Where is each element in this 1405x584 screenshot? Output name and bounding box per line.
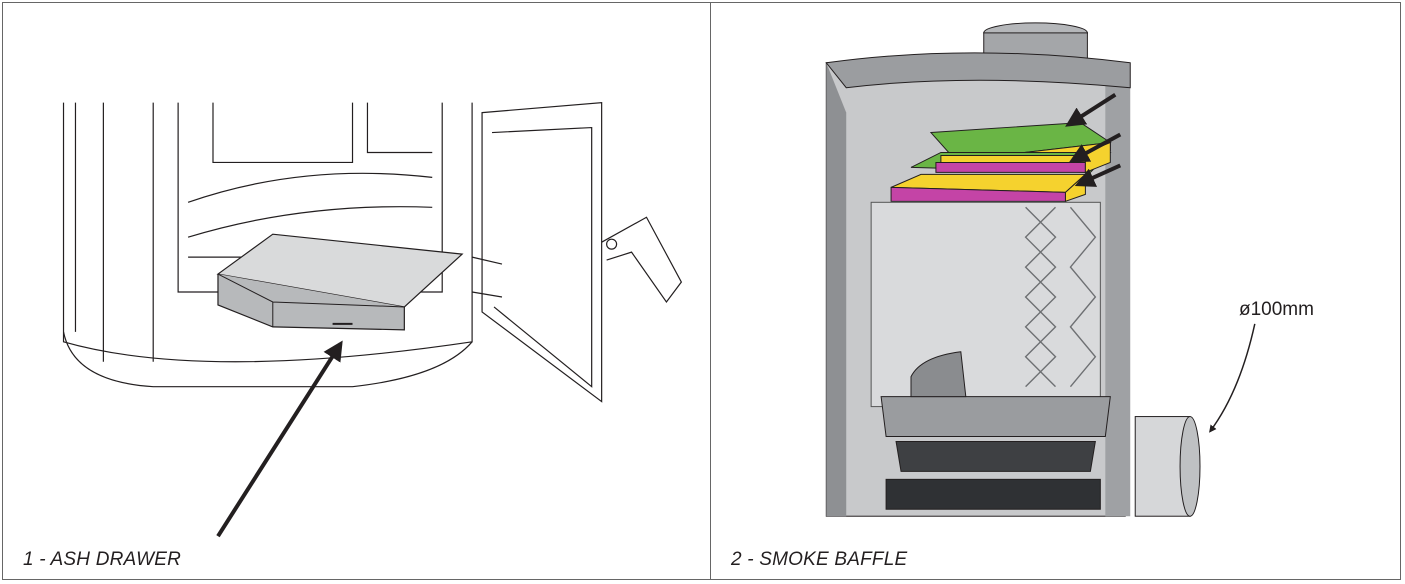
stove-cutaway (825, 22, 1201, 517)
ash-drawer-pointer-arrow (216, 340, 343, 538)
ash-drawer (216, 233, 464, 331)
panel-caption: 2 - SMOKE BAFFLE (731, 549, 908, 570)
outlet-pointer-line (1209, 323, 1256, 433)
smoke-baffle-panel: ø100mm 2 - SMOKE BAFFLE (711, 3, 1400, 579)
ash-drawer-illustration (62, 102, 683, 538)
ash-drawer-panel: 1 - ASH DRAWER (3, 3, 711, 579)
smoke-baffle-illustration (825, 22, 1256, 517)
side-vents (102, 102, 154, 362)
panel-caption: 1 - ASH DRAWER (23, 549, 181, 570)
outlet-diameter-label: ø100mm (1239, 299, 1314, 320)
smoke-baffle-plates (890, 122, 1112, 203)
baffle-pointer-arrows (1065, 93, 1122, 187)
refractory-pattern (1024, 206, 1097, 388)
